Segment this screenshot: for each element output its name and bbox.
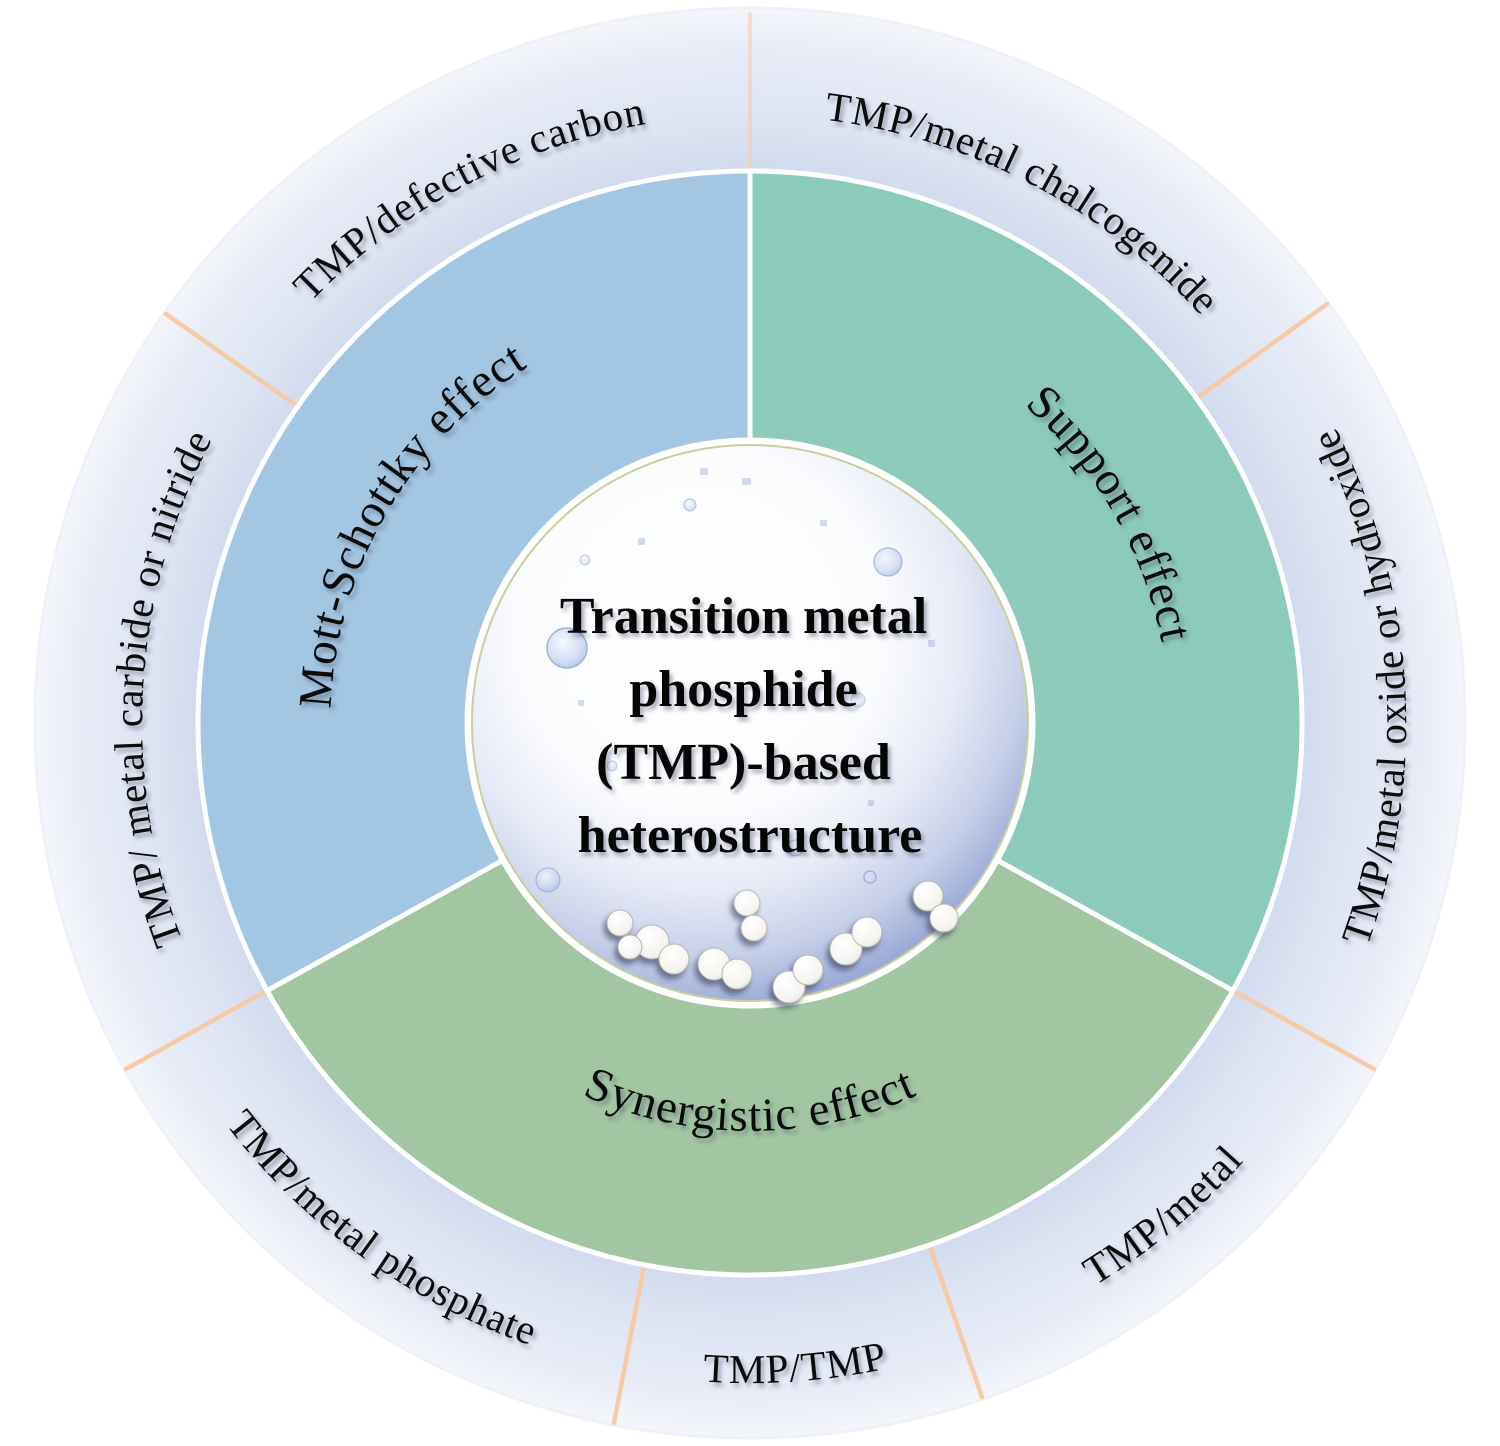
- bubble-dimer-icon: [733, 889, 768, 942]
- divider-phosphate-carbide: [123, 988, 269, 1072]
- bubble-dimers: [606, 880, 959, 1004]
- sector-support-effect: [750, 172, 1302, 990]
- divider-oxide-metal: [1231, 988, 1377, 1072]
- water-droplets: [535, 468, 935, 893]
- outer-ring-dividers: [123, 11, 1377, 1426]
- droplet-icon: [683, 498, 697, 512]
- divider-synergistic-mott: [267, 856, 508, 992]
- sector-synergistic-effect: [268, 858, 1232, 1275]
- divider-tmptmp-phosphate: [611, 1263, 647, 1426]
- divider-carbide-carbon: [163, 311, 300, 409]
- center-title-line-3: (TMP)-based: [596, 734, 891, 791]
- divider-chalcogenide-oxide: [1194, 301, 1330, 401]
- droplet-icon: [546, 627, 588, 669]
- sector-dividers: [267, 171, 1233, 992]
- droplet-icon: [863, 870, 877, 884]
- bubble-dimer-icon: [829, 916, 883, 966]
- bubble-dimer-icon: [697, 947, 753, 990]
- droplet-icon: [850, 692, 866, 708]
- bubble-dimer-icon: [634, 924, 690, 975]
- bubble-dimer-icon: [912, 880, 959, 933]
- droplet-icon: [873, 547, 903, 577]
- effect-sectors: [198, 172, 1302, 1275]
- water-sphere: [471, 444, 1029, 1002]
- center-title: Transition metal phosphide (TMP)-based h…: [560, 588, 940, 864]
- bubble-dimer-icon: [606, 909, 643, 960]
- sector-mott-schottky-effect: [198, 172, 750, 990]
- center-title-line-4: heterostructure: [578, 807, 923, 864]
- sphere-halo: [464, 437, 1036, 1009]
- bubble-dimer-icon: [772, 954, 824, 1004]
- droplet-icon: [606, 760, 618, 772]
- droplet-icon: [535, 867, 561, 893]
- divider-support-synergistic: [992, 856, 1233, 992]
- center-title-line-1: Transition metal: [560, 588, 927, 645]
- center-title-line-2: phosphide: [629, 661, 857, 718]
- droplet-icon: [579, 554, 591, 566]
- ice-specks: [578, 468, 935, 806]
- ring-separator: [195, 168, 1305, 1278]
- droplet-icon: [786, 839, 804, 857]
- divider-metal-tmptmp: [927, 1243, 985, 1400]
